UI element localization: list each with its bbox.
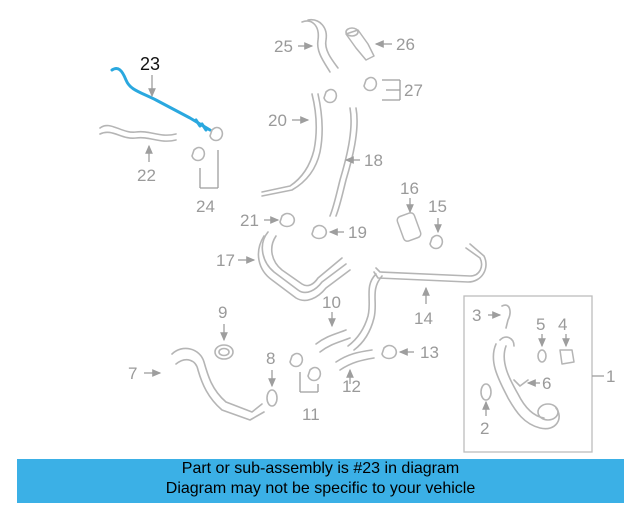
callout-20[interactable]: 20 — [268, 111, 287, 130]
parts-diagram: 23 22 24 25 26 27 20 18 19 21 16 — [99, 18, 615, 453]
callout-15[interactable]: 15 — [428, 197, 447, 216]
part-8-oring[interactable] — [266, 389, 278, 407]
callout-13[interactable]: 13 — [420, 343, 439, 362]
part-19-clamp[interactable] — [311, 224, 328, 240]
callout-18[interactable]: 18 — [364, 151, 383, 170]
banner-line-2: Diagram may not be specific to your vehi… — [165, 480, 476, 497]
assembly-1-box — [463, 295, 593, 453]
part-2-oring[interactable] — [480, 383, 492, 401]
info-banner: Part or sub-assembly is #23 in diagram D… — [17, 459, 624, 503]
callout-8[interactable]: 8 — [266, 349, 275, 368]
part-12-hose[interactable] — [335, 349, 373, 363]
callout-1[interactable]: 1 — [606, 367, 615, 386]
part-27-clamps[interactable] — [323, 76, 378, 104]
callout-16[interactable]: 16 — [400, 179, 419, 198]
part-24-clamps[interactable] — [191, 126, 224, 162]
part-20-pipe[interactable] — [261, 93, 317, 193]
part-5-oring[interactable] — [537, 349, 547, 363]
callout-23[interactable]: 23 — [140, 54, 160, 74]
part-22-hose[interactable] — [99, 124, 177, 136]
part-11-clamps[interactable] — [289, 352, 322, 382]
part-7-pipe[interactable] — [171, 347, 263, 413]
callout-14[interactable]: 14 — [414, 309, 433, 328]
callout-12[interactable]: 12 — [342, 377, 361, 396]
part-18-pipe[interactable] — [329, 107, 352, 217]
callout-3[interactable]: 3 — [472, 306, 481, 325]
callout-26[interactable]: 26 — [396, 35, 415, 54]
part-10-hose[interactable] — [315, 329, 347, 345]
leader-11 — [299, 372, 319, 393]
callout-5[interactable]: 5 — [536, 315, 545, 334]
callout-27[interactable]: 27 — [404, 81, 423, 100]
part-13-clamp[interactable] — [381, 344, 398, 360]
callout-6[interactable]: 6 — [542, 374, 551, 393]
part-3-clip[interactable] — [501, 304, 511, 329]
part-4-fitting[interactable] — [559, 349, 575, 365]
callout-19[interactable]: 19 — [348, 223, 367, 242]
part-21-clamp[interactable] — [279, 212, 296, 228]
callout-24[interactable]: 24 — [196, 197, 215, 216]
part-25-hose[interactable] — [301, 20, 331, 73]
part-9-oring[interactable] — [214, 344, 234, 360]
callout-25[interactable]: 25 — [274, 37, 293, 56]
leader-24 — [199, 150, 219, 189]
banner-line-1: Part or sub-assembly is #23 in diagram — [181, 460, 460, 477]
callout-2[interactable]: 2 — [480, 419, 489, 438]
callout-9[interactable]: 9 — [218, 303, 227, 322]
part-16-sleeve[interactable] — [396, 212, 422, 243]
leader-27 — [382, 79, 401, 101]
callout-7[interactable]: 7 — [128, 364, 137, 383]
part-6-clip[interactable] — [513, 379, 529, 387]
part-23-pipe[interactable] — [110, 66, 212, 132]
callout-17[interactable]: 17 — [216, 251, 235, 270]
part-17-pipe[interactable] — [261, 231, 347, 294]
part-14-pipe[interactable] — [375, 247, 483, 277]
callout-10[interactable]: 10 — [322, 293, 341, 312]
callout-4[interactable]: 4 — [558, 315, 567, 334]
part-1-hose-assembly[interactable] — [492, 343, 560, 430]
callout-22[interactable]: 22 — [137, 166, 156, 185]
part-26-connector[interactable] — [345, 29, 375, 61]
callout-11[interactable]: 11 — [302, 405, 320, 424]
part-15-clamp[interactable] — [429, 234, 444, 250]
callout-21[interactable]: 21 — [240, 211, 259, 230]
